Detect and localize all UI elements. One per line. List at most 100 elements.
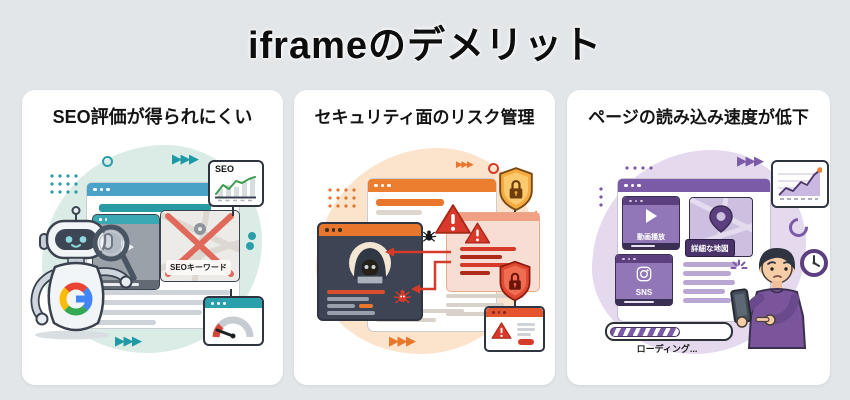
panel-security-title: セキュリティ面のリスク管理	[314, 108, 535, 127]
window-dot	[492, 311, 495, 314]
window-dot	[104, 218, 107, 221]
text-line	[327, 290, 385, 294]
text-line	[359, 304, 373, 308]
dots-pattern	[597, 185, 606, 211]
play-icon	[646, 209, 657, 223]
dots-pattern	[48, 172, 82, 198]
blocked-map-frame: SEOキーワード	[160, 210, 240, 282]
warning-triangle-icon	[435, 204, 471, 234]
google-g-logo	[59, 282, 93, 316]
load-chart-icon	[778, 167, 822, 200]
window-dot	[93, 187, 97, 192]
dots-pattern	[623, 164, 653, 173]
dot-decoration	[248, 232, 256, 240]
connector-line	[514, 299, 516, 308]
window-dot	[338, 228, 342, 232]
video-label: 動画播放	[637, 234, 665, 241]
google-robot	[30, 206, 133, 340]
hacker-window-header	[319, 224, 421, 236]
panel-seo: SEO評価が得られにくい ▶▶▶ SEOキーワード	[22, 90, 283, 385]
seo-chart-label: SEO	[215, 164, 235, 174]
window-dot	[223, 301, 226, 305]
text-line	[376, 210, 422, 215]
text-line	[683, 298, 731, 303]
window-dot	[99, 187, 103, 192]
window-dot	[331, 228, 335, 232]
seo-keyword-label: SEOキーワード	[166, 260, 231, 275]
window-dot	[624, 183, 628, 188]
triple-arrow-icon: ▶▶▶	[737, 153, 764, 168]
page-title: iframeのデメリット	[247, 25, 603, 67]
alert-mini-window	[484, 306, 545, 352]
text-line	[94, 320, 156, 325]
text-line	[94, 300, 220, 305]
text-line	[517, 323, 535, 326]
instagram-icon	[636, 266, 652, 282]
video-widget: 動画播放	[622, 196, 680, 250]
text-line	[517, 328, 535, 331]
alert-button	[518, 339, 534, 345]
window-dot	[217, 301, 220, 305]
video-progress-track	[623, 243, 679, 249]
triple-arrow-icon: ▶▶▶	[115, 333, 142, 348]
text-line	[683, 271, 731, 276]
window-dot	[497, 311, 500, 314]
video-progress	[631, 245, 655, 247]
video-frame-header	[93, 215, 159, 224]
window-dot	[99, 218, 102, 221]
shield-lock-icon	[499, 167, 533, 211]
loading-label: ローディング...	[636, 344, 698, 354]
browser-header	[618, 179, 770, 192]
text-line	[446, 294, 524, 298]
dot-decoration	[246, 242, 254, 250]
text-line	[94, 310, 202, 315]
malware-bug-icon	[393, 289, 412, 304]
browser-header	[368, 179, 496, 192]
map-pin-icon	[194, 223, 206, 235]
seo-growth-chart	[215, 176, 256, 202]
window-dot	[637, 183, 641, 188]
triple-arrow-icon: ▶▶▶	[172, 151, 199, 166]
window-dot	[640, 199, 643, 203]
window-dot	[374, 183, 378, 188]
sns-widget: SNS	[615, 254, 673, 306]
window-dot	[106, 187, 110, 192]
text-line	[327, 297, 369, 301]
dots-pattern	[326, 186, 356, 210]
bug-icon	[421, 230, 437, 242]
panel-speed-title: ページの読み込み速度が低下	[588, 108, 809, 127]
text-line	[446, 303, 504, 307]
speed-gauge-card	[203, 296, 264, 346]
window-dot	[325, 228, 329, 232]
text-line	[460, 255, 502, 259]
warning-card-header	[447, 213, 539, 221]
magnifier-icon	[92, 224, 137, 281]
hacker-window	[317, 222, 423, 321]
hacker-avatar	[349, 242, 391, 285]
map-pin-icon	[709, 205, 733, 233]
video-widget-header	[623, 197, 679, 205]
window-dot	[380, 183, 384, 188]
text-line	[327, 311, 375, 315]
text-line	[460, 247, 516, 251]
map-label-badge: 詳細な地図	[685, 239, 735, 257]
speed-gauge-icon	[212, 316, 254, 339]
text-line	[460, 271, 490, 275]
window-dot	[629, 199, 632, 203]
window-dot	[633, 257, 636, 261]
sparkle-icon	[730, 259, 748, 269]
connector-line	[232, 202, 234, 216]
search-bar	[376, 199, 444, 206]
shield-lock-icon	[499, 260, 531, 302]
seo-chart-card: SEO	[208, 160, 264, 207]
sns-label: SNS	[635, 288, 653, 297]
window-dot	[622, 257, 625, 261]
text-line	[683, 289, 725, 294]
sns-progress-track	[616, 299, 672, 305]
window-dot	[211, 301, 214, 305]
warning-triangle-icon	[464, 222, 491, 244]
gauge-card-header	[205, 298, 262, 308]
alert-window-header	[486, 308, 543, 317]
text-line	[683, 280, 735, 285]
sns-widget-header	[616, 255, 672, 263]
